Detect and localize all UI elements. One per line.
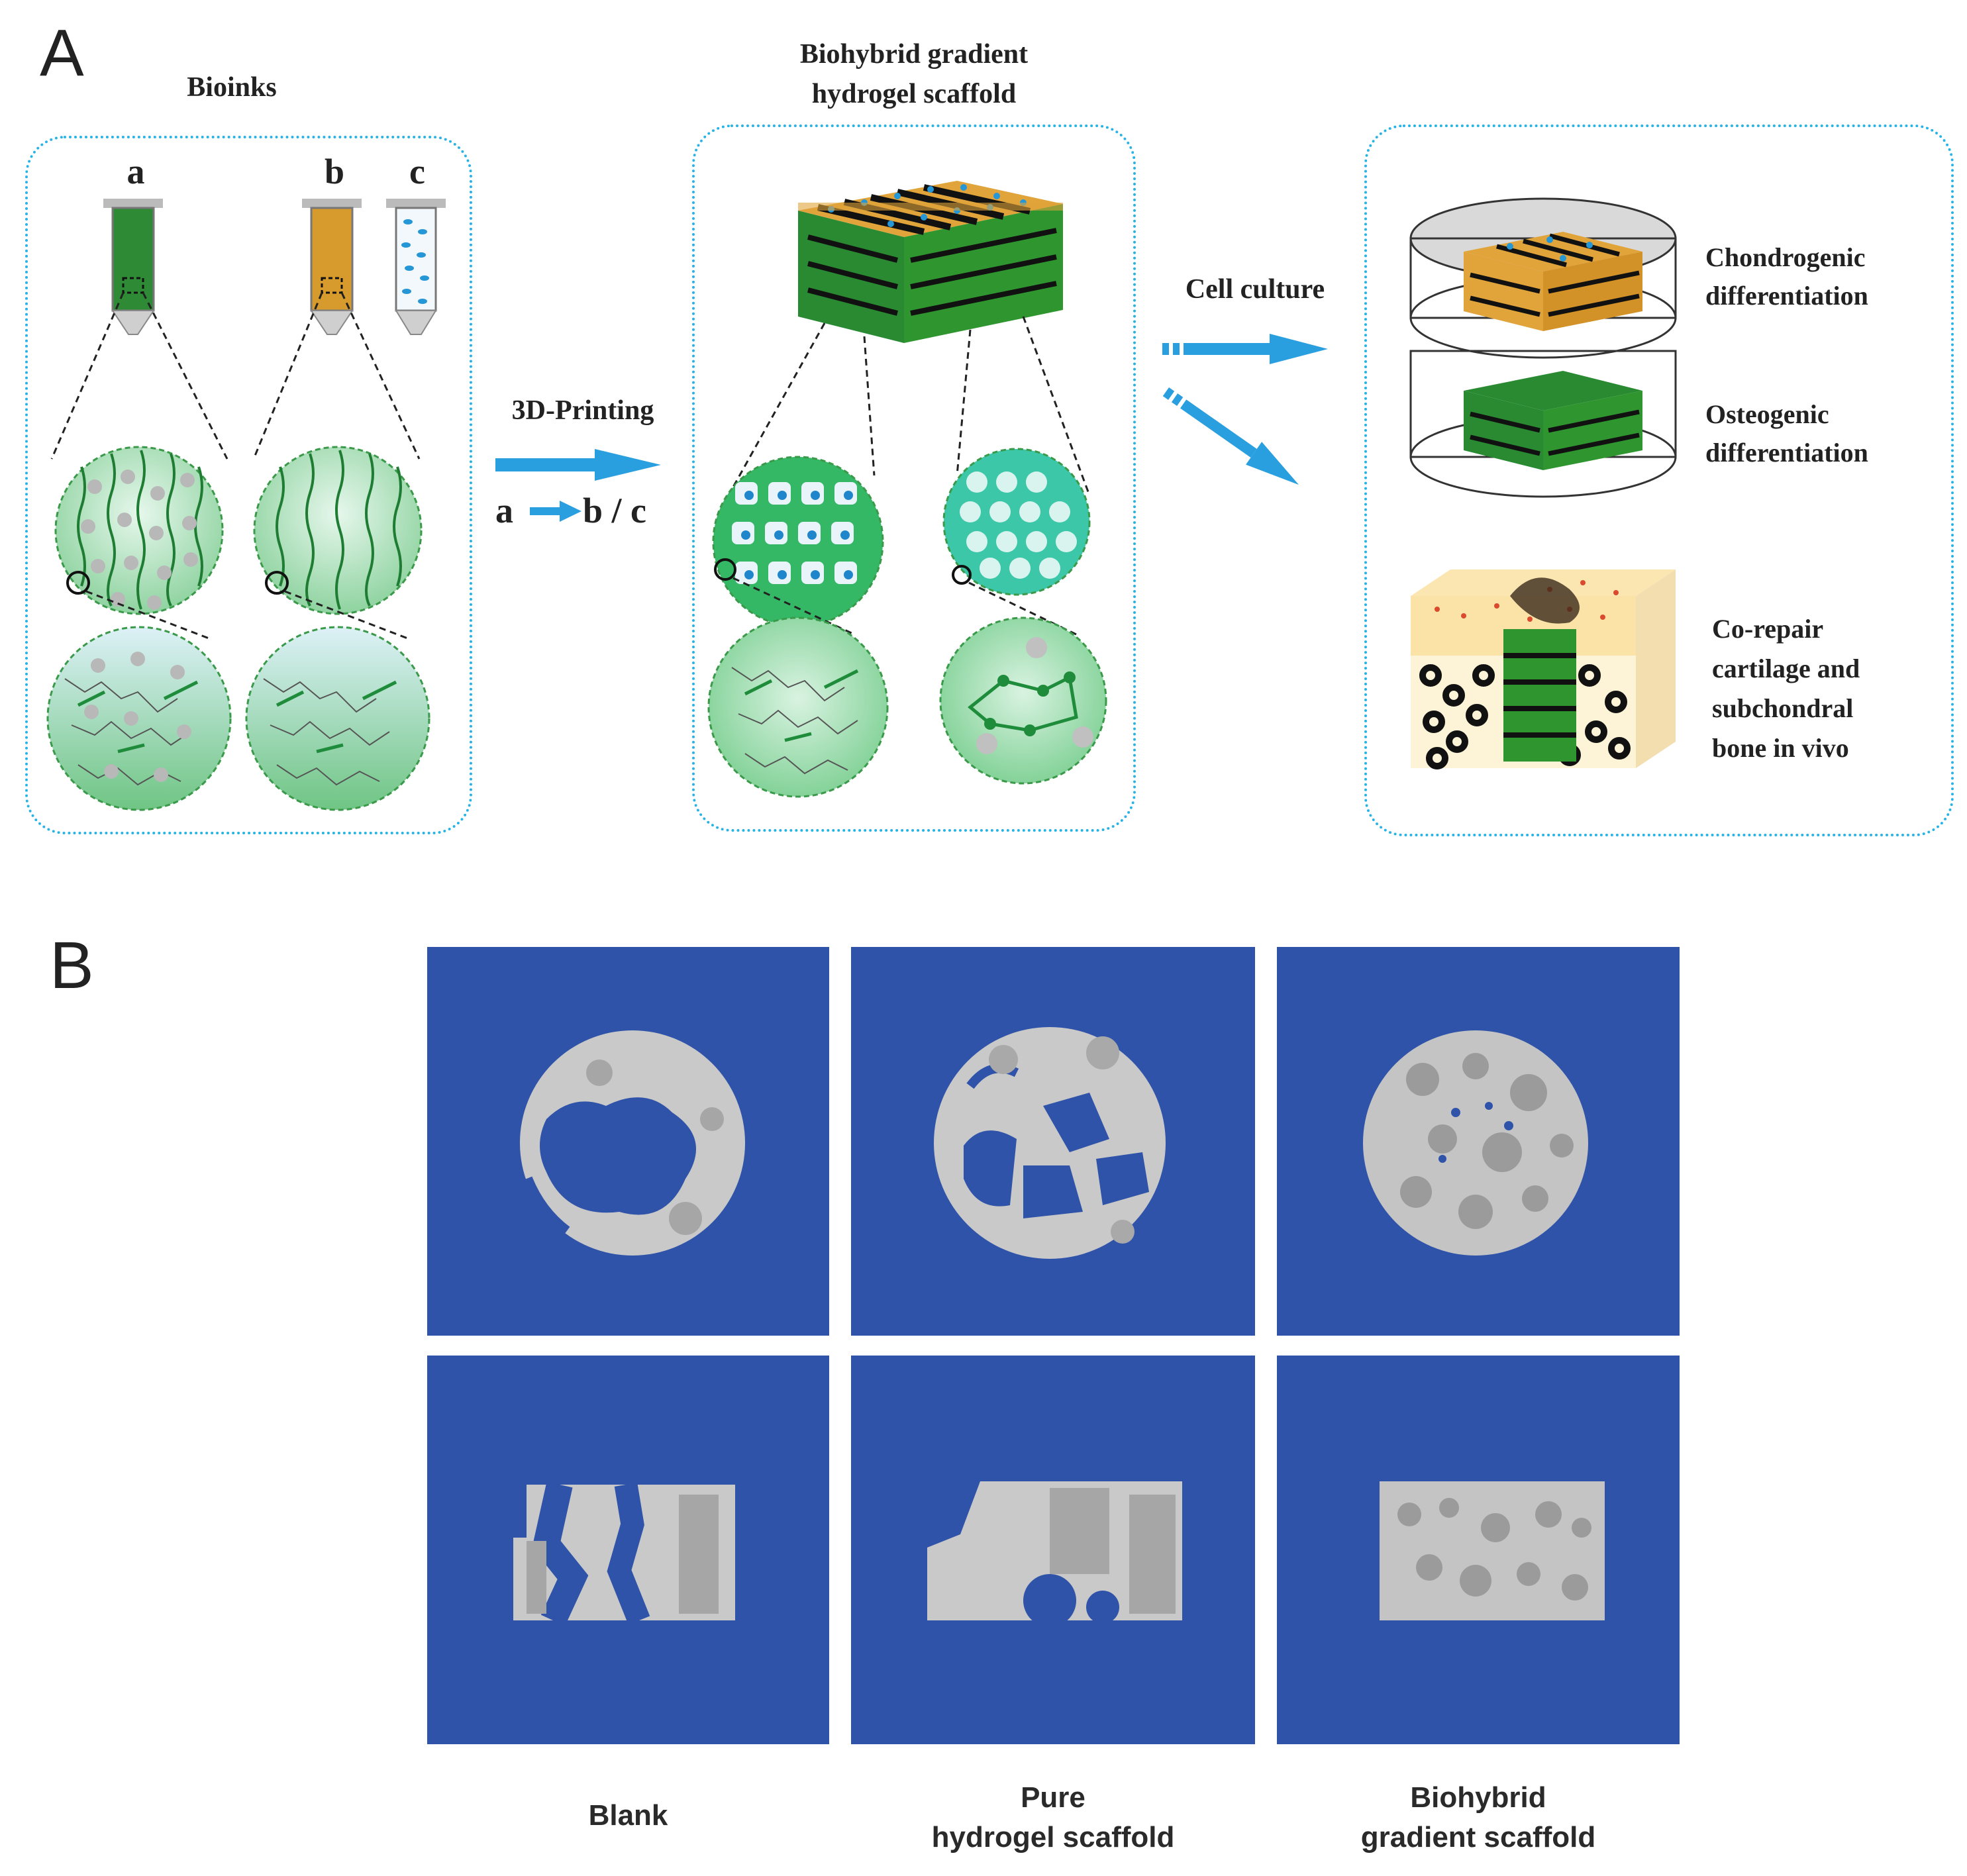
label-pure-line1: Pure xyxy=(1021,1781,1085,1814)
corepair-line2: cartilage and xyxy=(1712,654,1860,683)
culture-dish-icon xyxy=(1409,350,1677,498)
bioinks-title: Bioinks xyxy=(187,72,277,103)
microct-blank-top-image xyxy=(520,1030,745,1256)
label-biohybrid-gradient: Biohybrid gradient scaffold xyxy=(1277,1778,1680,1857)
label-pure-hydrogel: Pure hydrogel scaffold xyxy=(851,1778,1255,1857)
outcomes-illustration xyxy=(1409,197,1677,769)
microct-pure-bottom-image xyxy=(927,1481,1182,1627)
microct-pure-top xyxy=(851,947,1255,1336)
panel-b-label: B xyxy=(50,928,94,1003)
scaffold-title-line1: Biohybrid gradient xyxy=(799,39,1029,70)
microct-biohybrid-top-image xyxy=(1363,1030,1588,1256)
scaffold-box xyxy=(692,124,1136,832)
cell-culture-label: Cell culture xyxy=(1185,274,1325,305)
label-biohybrid-line1: Biohybrid xyxy=(1410,1781,1546,1814)
microct-pure-top-image xyxy=(934,1027,1166,1259)
microct-biohybrid-bottom-image xyxy=(1380,1481,1605,1620)
corepair-line1: Co-repair xyxy=(1712,614,1824,644)
printing-arrow-icon xyxy=(495,449,661,481)
ink-label-b: b xyxy=(324,152,345,191)
outcomes-box xyxy=(1364,124,1954,836)
culture-dish-icon xyxy=(1409,197,1677,359)
syringe-a-icon xyxy=(103,199,163,335)
microct-blank-bottom-image xyxy=(513,1481,735,1626)
sequence-arrow-icon xyxy=(530,501,581,522)
corepair-label: Co-repair cartilage and subchondral bone… xyxy=(1712,609,1860,768)
chondro-line1: Chondrogenic xyxy=(1705,242,1866,272)
osteo-label: Osteogenic differentiation xyxy=(1705,395,1868,472)
printing-label: 3D-Printing xyxy=(511,395,654,426)
scaffold-cube-icon xyxy=(798,181,1063,343)
ink-label-c: c xyxy=(409,152,425,191)
label-pure-line2: hydrogel scaffold xyxy=(931,1821,1175,1853)
label-blank: Blank xyxy=(427,1796,829,1836)
corepair-line3: subchondral xyxy=(1712,693,1854,723)
in-vivo-block-icon xyxy=(1411,569,1676,769)
microct-blank-bottom xyxy=(427,1356,829,1744)
sequence-a: a xyxy=(495,491,513,530)
microct-biohybrid-bottom xyxy=(1277,1356,1680,1744)
scaffold-illustration xyxy=(707,181,1107,798)
chondro-line2: differentiation xyxy=(1705,281,1868,311)
bioinks-illustration xyxy=(46,199,446,811)
label-biohybrid-line2: gradient scaffold xyxy=(1360,1821,1596,1853)
label-blank-line1: Blank xyxy=(588,1799,668,1832)
culture-arrows-icon xyxy=(1162,334,1328,485)
sequence-bc: b / c xyxy=(583,491,647,530)
microct-pure-bottom xyxy=(851,1356,1255,1744)
scaffold-title-line2: hydrogel scaffold xyxy=(811,79,1017,109)
bioinks-box xyxy=(25,136,472,834)
corepair-line4: bone in vivo xyxy=(1712,733,1849,763)
syringe-b-icon xyxy=(302,199,362,335)
ink-label-a: a xyxy=(126,152,145,191)
microct-biohybrid-top xyxy=(1277,947,1680,1336)
chondro-label: Chondrogenic differentiation xyxy=(1705,238,1868,315)
syringe-c-icon xyxy=(386,199,446,335)
osteo-line2: differentiation xyxy=(1705,438,1868,468)
osteo-line1: Osteogenic xyxy=(1705,399,1829,429)
panel-a-label: A xyxy=(40,16,84,90)
microct-blank-top xyxy=(427,947,829,1336)
